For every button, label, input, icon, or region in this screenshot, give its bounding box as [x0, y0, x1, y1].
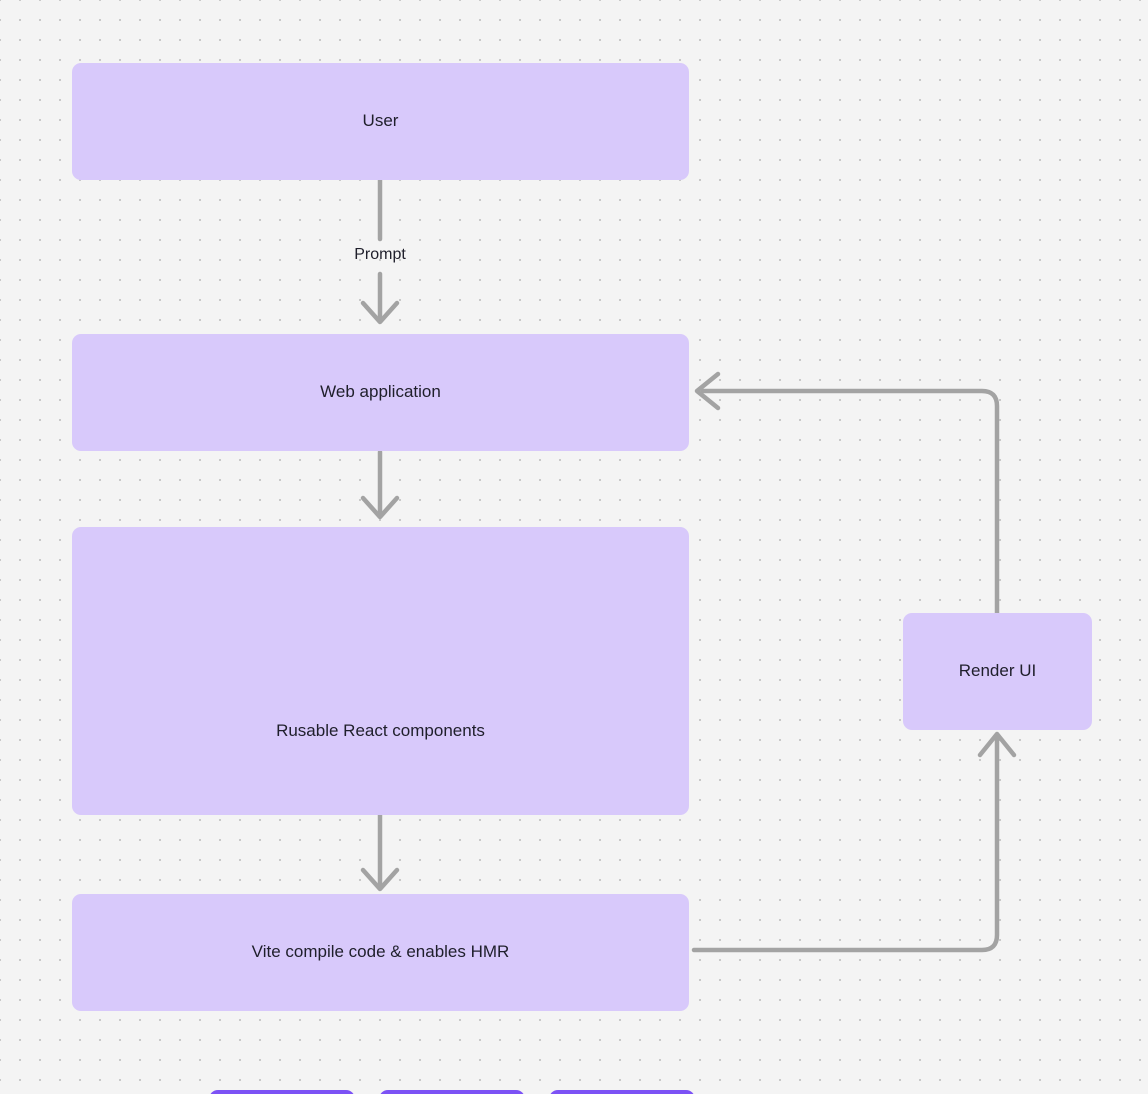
- node-css-chip[interactable]: CSS = Styles & Layouts: [379, 1090, 525, 1094]
- node-javascript-chip[interactable]: Javascript = Interactivity: [549, 1090, 695, 1094]
- node-user[interactable]: User: [72, 63, 689, 180]
- node-web-application[interactable]: Web application: [72, 334, 689, 451]
- node-html-chip[interactable]: HTML = structure: [209, 1090, 355, 1094]
- node-vite-label: Vite compile code & enables HMR: [251, 942, 510, 962]
- edge-components-to-vite: [360, 812, 400, 892]
- edge-vite-to-render: [691, 731, 1017, 953]
- edge-render-to-web: [694, 371, 1000, 616]
- node-web-application-label: Web application: [320, 382, 441, 402]
- node-render-ui-label: Render UI: [958, 661, 1037, 681]
- node-render-ui[interactable]: Render UI: [903, 613, 1092, 730]
- node-components-group-caption: Rusable React components: [276, 721, 485, 740]
- node-vite[interactable]: Vite compile code & enables HMR: [72, 894, 689, 1011]
- node-user-label: User: [362, 111, 399, 131]
- edge-web-to-components: [360, 449, 400, 520]
- edge-label-prompt: Prompt: [354, 246, 406, 263]
- node-components-group[interactable]: HTML = structure CSS = Styles & Layouts …: [72, 527, 695, 1094]
